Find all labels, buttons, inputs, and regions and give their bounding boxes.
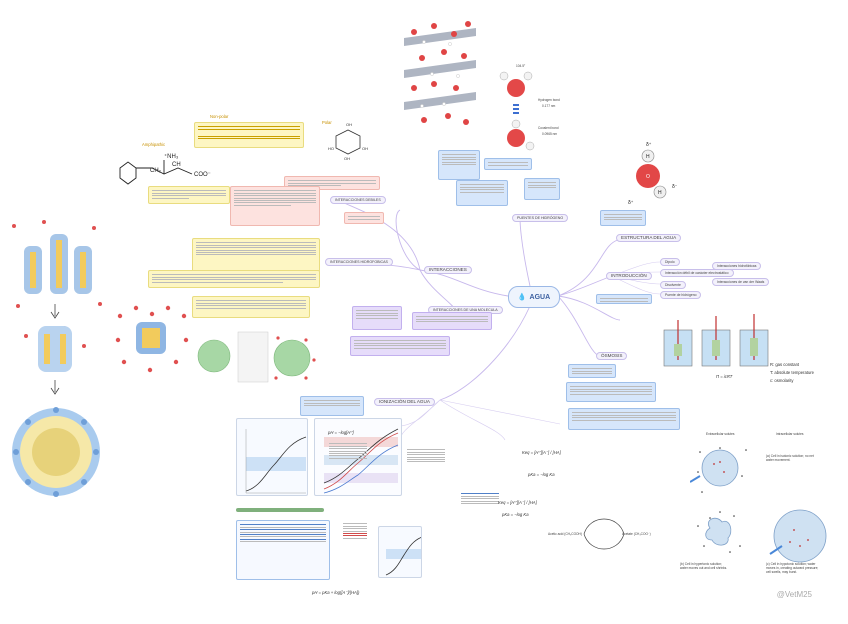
section-divider bbox=[236, 508, 324, 512]
ice-lattice-image bbox=[404, 21, 476, 125]
polar-label: Polar bbox=[322, 120, 332, 125]
note-box-ionizacion bbox=[300, 396, 364, 416]
author-watermark: @VetM25 bbox=[776, 590, 812, 599]
pka-steps bbox=[458, 490, 502, 528]
pka-equation: pKa = −log Ka bbox=[528, 472, 555, 477]
branch-estructura[interactable]: ESTRUCTURA DEL AGUA bbox=[616, 234, 682, 242]
keq-equation-2: Keq = [H⁺][A⁻] / [HA] bbox=[498, 500, 537, 505]
kw-steps bbox=[404, 446, 448, 490]
bond-angle-label: 104.5° bbox=[516, 64, 526, 68]
branch-introduccion[interactable]: INTRODUCCIÓN bbox=[606, 272, 652, 280]
note-box-micelas bbox=[192, 296, 310, 318]
hydrogen-bond-diagram bbox=[499, 71, 535, 151]
hydrogen-bond-label: Hydrogen bond bbox=[538, 98, 560, 102]
keq-equation: Keq = [H⁺][A⁻] / [HA] bbox=[522, 450, 561, 455]
note-box-solubilidad bbox=[412, 312, 492, 330]
cell-tonicity-diagram bbox=[690, 447, 827, 563]
svg-text:CH: CH bbox=[172, 162, 181, 168]
branch-interacciones-hidrofobicas[interactable]: INTERACCIONES HIDROFOBICAS bbox=[325, 258, 393, 266]
svg-text:OH: OH bbox=[344, 156, 350, 161]
fatty-acid-structures bbox=[194, 122, 304, 148]
titration-notes bbox=[340, 520, 370, 576]
acetic-acid-label: Acetic acid (CH₃COOH) bbox=[548, 532, 582, 536]
osmosis-beakers-diagram bbox=[663, 314, 769, 367]
note-box-hielo bbox=[456, 180, 508, 206]
solute-dissolution-illustration bbox=[197, 331, 316, 383]
svg-text:CH₂: CH₂ bbox=[150, 168, 162, 174]
osmolarity-def: c: osmolarity bbox=[770, 378, 794, 383]
note-box-debiles bbox=[344, 212, 384, 224]
pka-equation-2: pKa = −log Ka bbox=[502, 512, 529, 517]
note-box-importancia bbox=[438, 150, 480, 180]
micelle-formation-illustration bbox=[12, 220, 102, 497]
intro-item-6[interactable]: Interacciones de van der Waals bbox=[712, 278, 770, 286]
gas-constant-def: R: gas constant bbox=[770, 362, 800, 367]
svg-text:δ⁺: δ⁺ bbox=[646, 142, 652, 148]
temperature-def: T: absolute temperature bbox=[770, 370, 814, 375]
isotonic-caption: (a) Cell in isotonic solution; no net wa… bbox=[766, 454, 814, 462]
water-dipole-diagram: H H O δ⁺ δ⁻ δ⁺ bbox=[628, 142, 678, 206]
ph-equation: pH = −log[H⁺] bbox=[328, 430, 354, 435]
note-box-molecula bbox=[352, 306, 402, 330]
ionization-steps bbox=[326, 440, 370, 480]
hydrogen-bond-length: 0.177 nm bbox=[542, 104, 556, 108]
acid-base-equilibrium-diagram bbox=[583, 518, 625, 550]
intro-item-1[interactable]: Dipolo bbox=[660, 258, 680, 266]
acetate-label: Acetate (CH₃COO⁻) bbox=[622, 532, 651, 536]
svg-text:O: O bbox=[646, 174, 650, 180]
note-box-propiedades bbox=[596, 294, 652, 304]
phenylalanine-structure: ⁺NH₃ COO⁻ CH₂ CH bbox=[119, 153, 211, 185]
note-box-cadenas bbox=[148, 270, 320, 288]
note-box-presion bbox=[566, 382, 656, 402]
titration-chart-2 bbox=[314, 418, 402, 496]
svg-text:H: H bbox=[646, 154, 650, 160]
hypotonic-caption: (c) Cell in hypotonic solution; water mo… bbox=[766, 562, 819, 574]
note-box-estructura bbox=[600, 210, 646, 226]
titration-chart-1 bbox=[236, 418, 308, 496]
svg-text:δ⁺: δ⁺ bbox=[628, 200, 634, 206]
note-box-puente-energia bbox=[484, 158, 532, 170]
nonpolar-label: Non-polar bbox=[210, 114, 229, 119]
branch-interacciones-debiles[interactable]: INTERACCIONES DEBILES bbox=[330, 196, 386, 204]
branch-osmosis[interactable]: ÓSMOSIS bbox=[596, 352, 628, 360]
svg-text:δ⁻: δ⁻ bbox=[672, 184, 678, 190]
note-box-interacciones bbox=[284, 176, 380, 190]
hydration-shell-illustration bbox=[115, 305, 189, 373]
hh-equation-bottom: pH = pKa + log([A⁻]/[HA]) bbox=[312, 590, 360, 595]
intro-item-3[interactable]: Disolvente bbox=[660, 281, 686, 289]
note-box-polar bbox=[230, 186, 320, 226]
svg-text:⁺NH₃: ⁺NH₃ bbox=[164, 153, 179, 160]
titration-chart-3 bbox=[378, 526, 422, 578]
covalent-bond-label: Covalent bond bbox=[538, 126, 559, 130]
central-topic-label: AGUA bbox=[529, 293, 551, 301]
note-box-hidrofobicas bbox=[192, 238, 320, 272]
note-box-tonicidad bbox=[568, 408, 680, 430]
glucose-structure: OH HO OH OH bbox=[328, 122, 368, 161]
osmotic-pressure-formula: Π = icRT bbox=[716, 374, 733, 379]
svg-text:OH: OH bbox=[346, 122, 352, 127]
svg-text:HO: HO bbox=[328, 146, 334, 151]
branch-interacciones[interactable]: INTERACCIONES bbox=[424, 266, 472, 274]
extracellular-solutes-label: Extracellular solutes bbox=[706, 432, 735, 436]
intro-item-4[interactable]: Puente de hidrógeno bbox=[660, 291, 702, 299]
branch-puentes-hidrogeno[interactable]: PUENTES DE HIDRÓGENO bbox=[512, 214, 569, 222]
covalent-bond-length: 0.0965 nm bbox=[542, 132, 558, 136]
svg-text:OH: OH bbox=[362, 146, 368, 151]
note-box-iones bbox=[350, 336, 450, 356]
branch-ionizacion[interactable]: IONIZACIÓN DEL AGUA bbox=[374, 398, 435, 406]
amphipathic-label: Amphipathic bbox=[142, 142, 166, 147]
note-box-amphipathic bbox=[148, 186, 230, 204]
central-topic[interactable]: 💧 AGUA bbox=[508, 286, 560, 308]
henderson-notes bbox=[236, 520, 330, 580]
intro-item-2[interactable]: Interacción débil de carácter electrostá… bbox=[660, 269, 734, 277]
note-box-osmosis bbox=[568, 364, 616, 378]
intracellular-solutes-label: Intracellular solutes bbox=[776, 432, 804, 436]
water-drop-icon: 💧 bbox=[517, 294, 527, 301]
svg-text:H: H bbox=[658, 190, 662, 196]
note-box-orientacion bbox=[524, 178, 560, 200]
intro-item-5[interactable]: Interacciones hidrofóbicas bbox=[712, 262, 762, 270]
hypertonic-caption: (b) Cell in hypertonic solution; water m… bbox=[680, 562, 728, 570]
svg-text:COO⁻: COO⁻ bbox=[194, 172, 211, 178]
